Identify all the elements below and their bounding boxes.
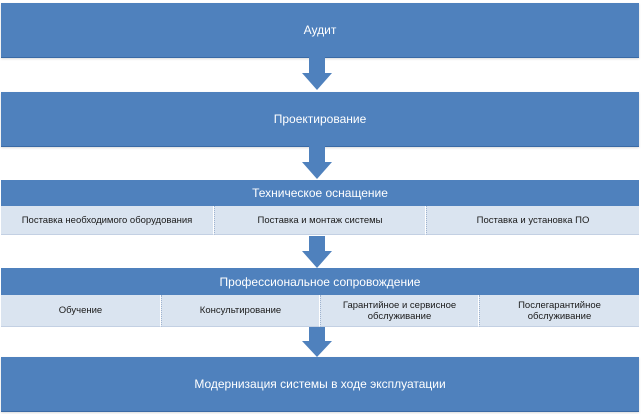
sub-item-software-install: Поставка и установка ПО [426, 206, 639, 235]
step-professional-support-label: Профессиональное сопровождение [219, 274, 421, 289]
sub-item-training: Обучение [1, 295, 161, 327]
sub-item-label: Поставка и установка ПО [476, 214, 590, 226]
sub-item-equipment-supply: Поставка необходимого оборудования [1, 206, 214, 235]
sub-item-consulting: Консультирование [161, 295, 320, 327]
sub-item-label: Послегарантийное обслуживание [518, 299, 601, 322]
sub-item-label: Консультирование [199, 305, 282, 316]
step-technical-equipment: Техническое оснащение [1, 180, 639, 206]
step-technical-equipment-label: Техническое оснащение [252, 186, 388, 200]
arrow-down-icon [302, 327, 332, 357]
sub-item-label: Обучение [58, 305, 103, 316]
arrow-down-icon [302, 236, 332, 268]
step-design: Проектирование [1, 92, 639, 147]
sub-item-warranty-service: Гарантийное и сервисное обслуживание [320, 295, 479, 327]
step-audit-label: Аудит [303, 23, 337, 37]
sub-item-post-warranty: Послегарантийное обслуживание [479, 295, 639, 327]
step-audit: Аудит [1, 3, 639, 58]
arrow-down-icon [302, 146, 332, 179]
technical-equipment-items: Поставка необходимого оборудования Поста… [1, 206, 639, 235]
sub-item-label: Поставка необходимого оборудования [21, 214, 193, 226]
step-modernization: Модернизация системы в ходе эксплуатации [1, 357, 639, 412]
step-design-label: Проектирование [273, 112, 367, 126]
sub-item-system-install: Поставка и монтаж системы [214, 206, 426, 235]
professional-support-items: Обучение Консультирование Гарантийное и … [1, 295, 639, 327]
sub-item-label: Гарантийное и сервисное обслуживание [342, 299, 457, 322]
sub-item-label: Поставка и монтаж системы [257, 214, 383, 226]
arrow-down-icon [302, 57, 332, 90]
step-modernization-label: Модернизация системы в ходе эксплуатации [194, 377, 446, 391]
step-professional-support: Профессиональное сопровождение [1, 268, 639, 295]
